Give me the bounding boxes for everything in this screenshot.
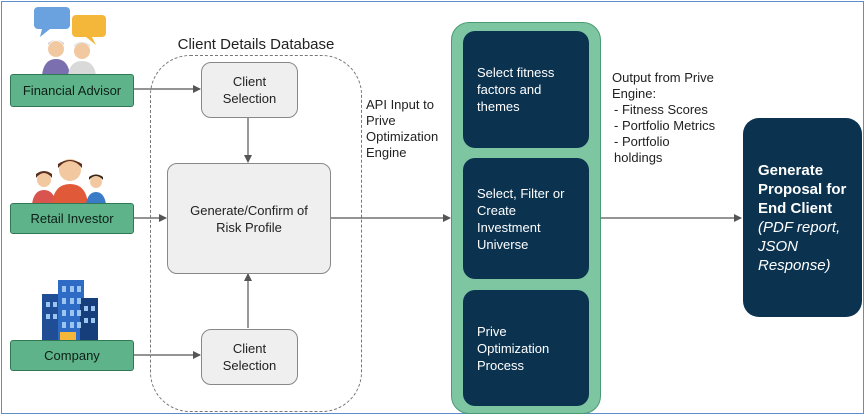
client-selection-bottom-box: Client Selection xyxy=(201,329,298,385)
risk-profile-box: Generate/Confirm of Risk Profile xyxy=(167,163,331,274)
output-note-item: - Fitness Scores xyxy=(614,102,708,117)
client-details-database xyxy=(150,55,362,412)
output-note-item: - Portfolio holdings xyxy=(614,134,670,165)
engine-step-fitness-factors: Select fitness factors and themes xyxy=(463,31,589,148)
output-note-heading: Output from Prive Engine: xyxy=(612,70,714,101)
output-note-item: - Portfolio Metrics xyxy=(614,118,716,133)
client-selection-top-box: Client Selection xyxy=(201,62,298,118)
retail-investor-icon xyxy=(32,159,106,204)
proposal-title: Generate Proposal for End Client xyxy=(758,161,847,217)
engine-step-optimization: Prive Optimization Process xyxy=(463,290,589,406)
engine-step-optimization-text: Prive Optimization Process xyxy=(477,323,550,373)
company-label: Company xyxy=(10,340,134,371)
output-note: Output from Prive Engine: - Fitness Scor… xyxy=(612,70,737,166)
engine-step-fitness-factors-text: Select fitness factors and themes xyxy=(477,65,555,114)
financial-advisor-icon xyxy=(34,7,106,75)
api-input-note: API Input to Prive Optimization Engine xyxy=(366,97,439,160)
engine-step-investment-universe: Select, Filter or Create Investment Univ… xyxy=(463,158,589,279)
proposal-subtitle: (PDF report, JSON Response) xyxy=(758,218,841,274)
engine-step-investment-universe-text: Select, Filter or Create Investment Univ… xyxy=(477,185,565,252)
generate-proposal-box: Generate Proposal for End Client (PDF re… xyxy=(743,118,862,317)
company-building-icon xyxy=(42,280,98,342)
database-title: Client Details Database xyxy=(177,36,335,53)
retail-investor-label: Retail Investor xyxy=(10,203,134,234)
financial-advisor-label: Financial Advisor xyxy=(10,74,134,107)
